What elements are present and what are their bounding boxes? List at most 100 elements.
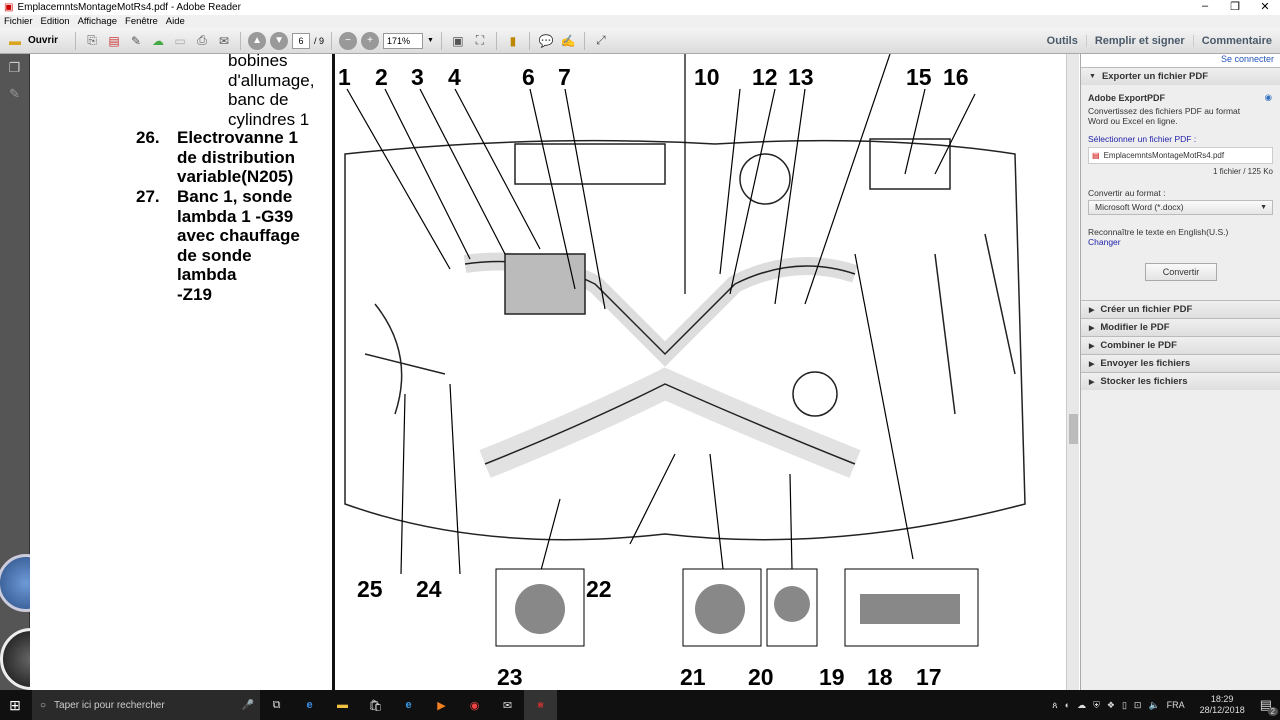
- ocr-language-text: Reconnaître le texte en English(U.S.): [1088, 227, 1229, 237]
- volume-icon[interactable]: 🔈: [1148, 699, 1160, 710]
- zoom-in-icon[interactable]: +: [361, 31, 380, 50]
- text-line: de distribution: [177, 147, 296, 167]
- tools-panel: Se connecter ▼Exporter un fichier PDF Ad…: [1080, 54, 1280, 690]
- dropbox-icon[interactable]: ❖: [1106, 699, 1115, 710]
- text-line: banc de: [228, 90, 289, 109]
- defender-icon[interactable]: ⛨: [1093, 699, 1100, 710]
- menu-affichage[interactable]: Affichage: [77, 16, 118, 27]
- document-view: bobines d'allumage, banc de cylindres 1 …: [30, 54, 1066, 690]
- email-icon[interactable]: ✉: [218, 33, 230, 48]
- system-tray: ጰ ◐ ☁ ⛨ ❖ ▯ ⊡ 🔈 FRA 18:29 28/12/2018 ▤2: [1052, 694, 1280, 716]
- zoom-out-icon[interactable]: −: [339, 31, 358, 50]
- zoom-select[interactable]: 171%: [383, 32, 424, 49]
- people-icon[interactable]: ጰ: [1052, 699, 1058, 710]
- change-link[interactable]: Changer: [1088, 237, 1121, 247]
- diagram-label: 18: [867, 664, 893, 690]
- menu-fichier[interactable]: Fichier: [4, 16, 33, 27]
- taskbar: ⊞ ○ Taper ici pour rechercher 🎤 ⧉ e ▬ 🛍 …: [0, 690, 1280, 720]
- taskbar-search[interactable]: ○ Taper ici pour rechercher 🎤: [32, 690, 260, 720]
- engine-diagram: [344, 54, 1026, 647]
- media-player-icon[interactable]: ▶: [437, 699, 446, 712]
- comment-icon[interactable]: 💬: [538, 33, 554, 48]
- chevron-down-icon[interactable]: ▼: [427, 37, 434, 44]
- internet-explorer-icon[interactable]: e: [405, 699, 412, 711]
- next-page-icon[interactable]: ▼: [270, 31, 289, 50]
- close-button[interactable]: ✕: [1260, 1, 1270, 13]
- usb-icon[interactable]: ▯: [1121, 699, 1127, 710]
- notifications-icon[interactable]: ▤2: [1260, 697, 1278, 716]
- folder-icon[interactable]: ▬: [9, 33, 21, 48]
- scrollbar-thumb[interactable]: [1069, 414, 1078, 444]
- diagram-label: 24: [416, 576, 442, 602]
- chevron-down-icon: ▼: [1260, 204, 1267, 211]
- text-line: Banc 1, sonde: [177, 187, 293, 206]
- edit-icon[interactable]: ✎: [130, 33, 142, 48]
- expand-icon[interactable]: ⤢: [596, 33, 606, 47]
- fill-sign-tab[interactable]: Remplir et signer: [1085, 35, 1193, 47]
- store-files-section[interactable]: ▶Stocker les fichiers: [1081, 372, 1280, 390]
- title-bar: ▣ EmplacemntsMontageMotRs4.pdf - Adobe R…: [0, 0, 1280, 15]
- menu-fenetre[interactable]: Fenêtre: [125, 16, 158, 27]
- diagram-label: 4: [448, 64, 461, 90]
- network-icon[interactable]: ⊡: [1133, 699, 1142, 710]
- edge-icon[interactable]: e: [306, 699, 313, 711]
- text-line: Electrovanne 1: [177, 128, 298, 147]
- service-name: Adobe ExportPDF: [1088, 93, 1166, 103]
- format-select[interactable]: Microsoft Word (*.docx)▼: [1088, 200, 1273, 215]
- tray-icon[interactable]: ◐: [1064, 700, 1071, 710]
- save-icon[interactable]: ▭: [174, 33, 186, 48]
- text-line: cylindres 1: [228, 109, 310, 129]
- diagram-label: 3: [411, 64, 424, 90]
- store-icon[interactable]: 🛍: [368, 699, 383, 712]
- attachment-icon[interactable]: ✎: [9, 86, 20, 101]
- menu-edition[interactable]: Edition: [40, 16, 70, 27]
- page-number-input[interactable]: 6: [292, 32, 311, 49]
- onedrive-icon[interactable]: ☁: [1077, 699, 1087, 710]
- navigation-pane: ❐ ✎: [0, 54, 62, 690]
- create-pdf-icon[interactable]: ⎘: [87, 33, 97, 47]
- fit-page-icon[interactable]: ▣: [452, 33, 464, 48]
- cloud-upload-icon[interactable]: ☁: [152, 33, 165, 48]
- caret-right-icon: ▶: [1089, 378, 1095, 386]
- clock[interactable]: 18:29 28/12/2018: [1200, 694, 1245, 716]
- divider: [331, 31, 333, 50]
- convert-button[interactable]: Convertir: [1145, 263, 1217, 281]
- vertical-scrollbar[interactable]: [1066, 54, 1079, 690]
- print-icon[interactable]: ⎙: [197, 33, 207, 47]
- item-27-text: Banc 1, sonde lambda 1 -G39 avec chauffa…: [177, 187, 300, 304]
- combine-pdf-section[interactable]: ▶Combiner le PDF: [1081, 336, 1280, 354]
- export-pdf-section-header[interactable]: ▼Exporter un fichier PDF: [1081, 67, 1280, 85]
- mail-icon[interactable]: ✉: [502, 699, 513, 712]
- export-pdf-icon[interactable]: ▤: [108, 33, 120, 48]
- item-26-number: 26.: [136, 128, 160, 147]
- chrome-icon[interactable]: ◉: [469, 699, 480, 712]
- diagram-label: 20: [748, 664, 774, 690]
- section-title: Créer un fichier PDF: [1100, 304, 1193, 315]
- windows-start-icon[interactable]: ⊞: [9, 696, 21, 713]
- adobe-reader-icon[interactable]: ⨳: [524, 690, 557, 720]
- pages-icon[interactable]: ❐: [8, 60, 21, 75]
- file-explorer-icon[interactable]: ▬: [337, 699, 348, 711]
- text-line: -Z19: [177, 284, 212, 304]
- send-files-section[interactable]: ▶Envoyer les fichiers: [1081, 354, 1280, 372]
- open-button[interactable]: Ouvrir: [28, 35, 59, 46]
- restore-button[interactable]: ❐: [1230, 1, 1240, 13]
- minimize-button[interactable]: –: [1201, 0, 1209, 12]
- diagram-label: 13: [788, 64, 814, 90]
- highlight-icon[interactable]: ✍: [560, 33, 576, 48]
- signin-link[interactable]: Se connecter: [1081, 54, 1280, 67]
- edit-pdf-section[interactable]: ▶Modifier le PDF: [1081, 318, 1280, 336]
- menu-aide[interactable]: Aide: [165, 16, 185, 27]
- zoom-value: 171%: [387, 35, 411, 46]
- text-line: lambda: [177, 265, 237, 284]
- task-view-icon[interactable]: ⧉: [272, 698, 281, 711]
- comment-tab[interactable]: Commentaire: [1192, 35, 1280, 47]
- create-pdf-section[interactable]: ▶Créer un fichier PDF: [1081, 300, 1280, 318]
- language-indicator[interactable]: FRA: [1166, 700, 1185, 710]
- previous-page-icon[interactable]: ▲: [248, 31, 267, 50]
- clipboard-icon[interactable]: ▮: [509, 33, 517, 48]
- tools-tab[interactable]: Outils: [1046, 35, 1078, 47]
- full-screen-icon[interactable]: ⛶: [475, 33, 485, 47]
- pdf-file-icon: ▤: [1092, 151, 1100, 160]
- file-field[interactable]: ▤EmplacemntsMontageMotRs4.pdf: [1088, 147, 1273, 164]
